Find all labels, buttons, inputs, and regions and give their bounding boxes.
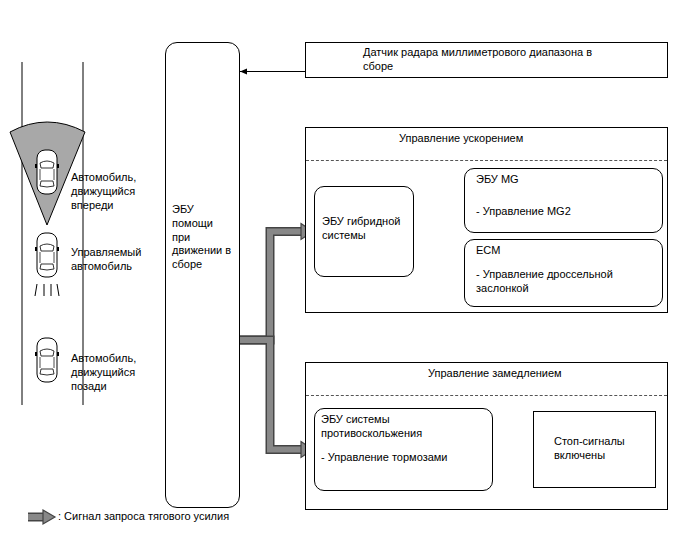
- vehicle-label: Управляемый автомобиль: [71, 246, 151, 274]
- vehicle-label: Автомобиль, движущийся позади: [71, 352, 151, 393]
- inner-box: ЭБУ гибридной системы: [314, 186, 414, 277]
- legend-arrow-sample: [28, 510, 55, 524]
- ecu-title: ЭБУ системы противоскольжения: [321, 413, 486, 441]
- block-box: Управление замедлениемЭБУ системы против…: [305, 362, 668, 510]
- car-ahead: [35, 150, 59, 194]
- lane-line: [22, 62, 23, 405]
- request-signal-arrow: [240, 340, 313, 458]
- ecu-title: ЭБУ гибридной системы: [322, 215, 407, 243]
- controlled-car: [35, 233, 59, 277]
- inner-box: ЭБУ MG - Управление MG2: [464, 168, 663, 233]
- block-box: Датчик радара миллиметрового диапазона в…: [305, 42, 668, 78]
- assist-ecu-title: ЭБУ помощи при движении в сборе: [172, 203, 234, 272]
- ecu-title: ECM: [476, 244, 654, 258]
- block-box: Управление ускорениемЭБУ гибридной систе…: [305, 127, 668, 313]
- request-signal-arrow: [240, 224, 313, 341]
- legend-text: : Сигнал запроса тягового усилия: [58, 510, 229, 524]
- dashed-separator: [306, 160, 667, 161]
- car-behind: [35, 338, 59, 382]
- function-text: - Управление MG2: [476, 205, 654, 219]
- inner-box: ECM - Управление дроссельной заслонкой: [464, 239, 663, 307]
- output-text: Стоп-сигналы включены: [554, 435, 647, 463]
- group-title: Управление ускорением: [399, 132, 659, 146]
- dashed-separator: [306, 395, 667, 396]
- ecu-title: ЭБУ MG: [476, 173, 654, 187]
- vehicle-label: Автомобиль, движущийся впереди: [71, 171, 151, 212]
- inner-box: Стоп-сигналы включены: [533, 411, 656, 488]
- signal-arrow: [240, 71, 305, 72]
- motion-lines: [35, 284, 59, 296]
- group-title: Управление замедлением: [428, 367, 659, 381]
- sensor-title: Датчик радара миллиметрового диапазона в…: [363, 46, 593, 74]
- function-text: - Управление дроссельной заслонкой: [476, 268, 654, 296]
- function-text: - Управление тормозами: [321, 451, 486, 465]
- block-box: ЭБУ помощи при движении в сборе: [165, 42, 240, 508]
- inner-box: ЭБУ системы противоскольжения - Управлени…: [314, 408, 493, 491]
